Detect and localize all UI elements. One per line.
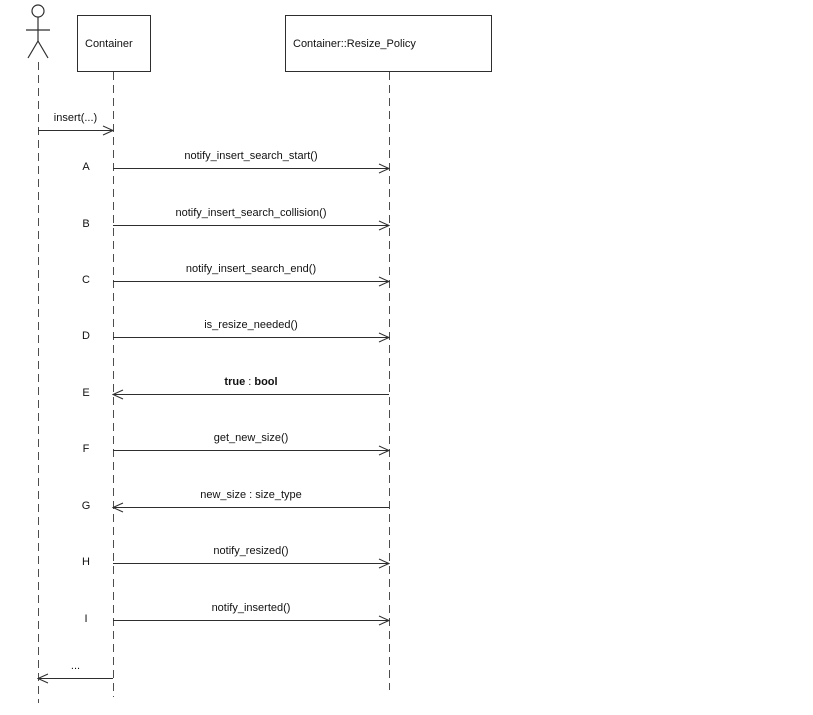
lifeline-actor	[38, 62, 39, 703]
arrowhead-right-icon	[102, 125, 114, 136]
message-label: true : bool	[224, 376, 277, 389]
message-label: notify_insert_search_start()	[184, 150, 318, 162]
arrowhead-right-icon	[378, 220, 390, 231]
arrowhead-right-icon	[378, 332, 390, 343]
message-line	[113, 620, 389, 621]
lifeline-container	[113, 72, 114, 697]
message-label: is_resize_needed()	[204, 319, 298, 331]
message-label-separator: :	[245, 376, 255, 388]
message-line	[113, 450, 389, 451]
message-label: notify_insert_search_collision()	[175, 207, 327, 219]
message-line	[113, 337, 389, 338]
message-label: notify_insert_search_end()	[185, 263, 317, 275]
message-label: get_new_size()	[213, 432, 289, 444]
message-label: notify_resized()	[213, 545, 289, 557]
message-seq-label: A	[82, 161, 90, 173]
message-label: notify_inserted()	[211, 602, 291, 614]
message-label-part: true	[224, 376, 246, 388]
message-seq-label: B	[82, 218, 90, 230]
object-label-resize-policy: Container::Resize_Policy	[293, 37, 416, 50]
actor-icon	[26, 4, 50, 59]
object-box-container: Container	[77, 15, 151, 72]
message-seq-label: D	[82, 330, 90, 342]
message-seq-label: E	[82, 387, 90, 399]
arrowhead-right-icon	[378, 445, 390, 456]
arrowhead-right-icon	[378, 558, 390, 569]
message-line	[113, 225, 389, 226]
arrowhead-left-icon	[37, 673, 49, 684]
message-seq-label: H	[82, 556, 90, 568]
lifeline-resize-policy	[389, 72, 390, 690]
message-seq-label: I	[84, 613, 88, 625]
message-label: ...	[70, 660, 81, 672]
message-line	[113, 394, 389, 395]
message-line	[113, 168, 389, 169]
message-line	[113, 563, 389, 564]
message-label: insert(...)	[53, 112, 98, 124]
object-box-resize-policy: Container::Resize_Policy	[285, 15, 492, 72]
arrowhead-right-icon	[378, 276, 390, 287]
message-line	[113, 281, 389, 282]
message-line	[38, 130, 113, 131]
message-label: new_size : size_type	[200, 489, 302, 501]
arrowhead-right-icon	[378, 615, 390, 626]
object-label-container: Container	[85, 37, 133, 50]
message-label-part: bool	[254, 376, 278, 388]
arrowhead-right-icon	[378, 163, 390, 174]
message-seq-label: G	[81, 500, 91, 512]
message-line	[38, 678, 113, 679]
arrowhead-left-icon	[112, 389, 124, 400]
message-line	[113, 507, 389, 508]
message-seq-label: F	[82, 443, 90, 455]
message-seq-label: C	[82, 274, 90, 286]
arrowhead-left-icon	[112, 502, 124, 513]
